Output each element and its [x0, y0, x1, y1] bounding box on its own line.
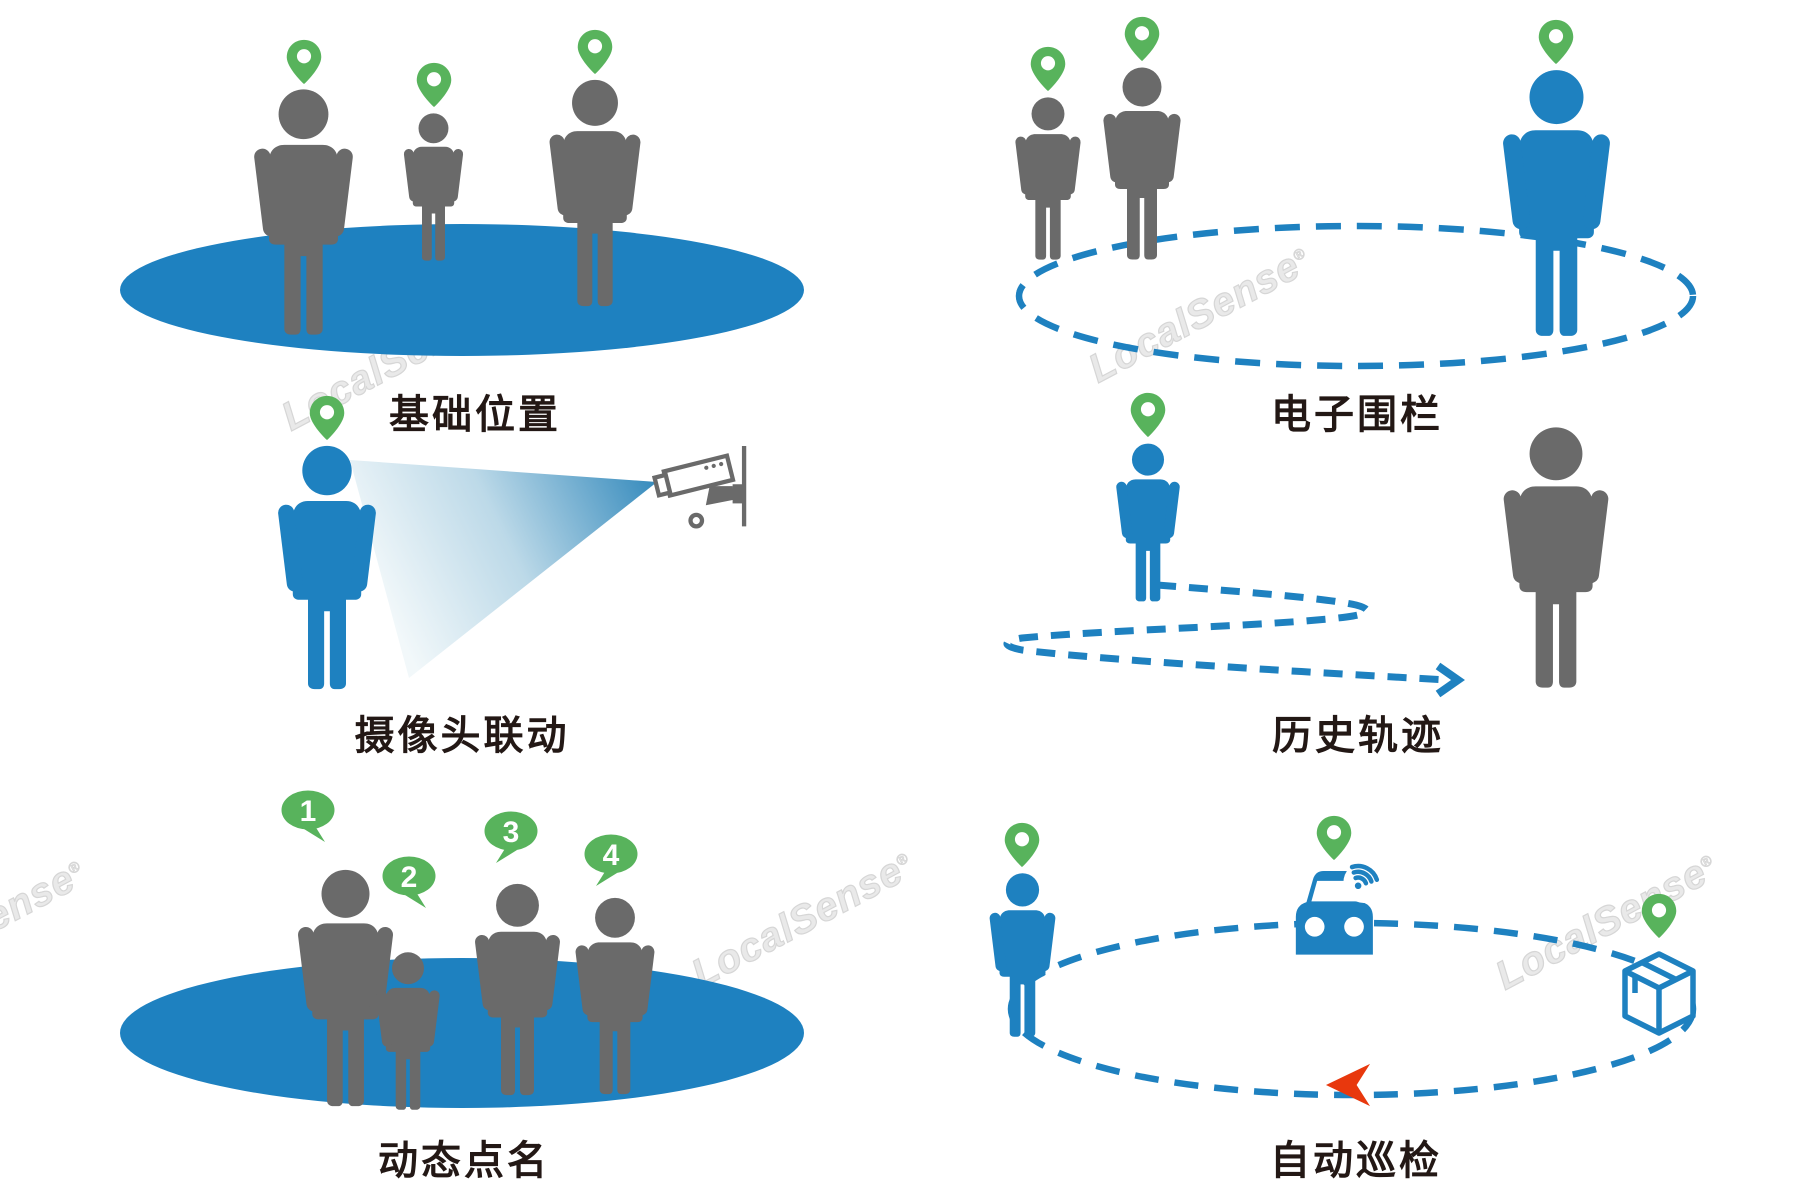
- location-pin-icon: [1316, 815, 1352, 861]
- person-icon-gray: [574, 897, 656, 1095]
- person-icon-blue: [1502, 70, 1611, 336]
- panel-label-basic-location: 基础位置: [389, 393, 561, 437]
- person-icon-blue: [277, 445, 377, 690]
- person-icon-gray: [1014, 97, 1082, 260]
- location-pin-icon: [1538, 19, 1574, 65]
- person-icon-gray: [474, 883, 561, 1096]
- brand-watermark: LocalSense®: [274, 286, 512, 440]
- person-icon-gray: [548, 79, 642, 307]
- location-pin-icon: [1004, 822, 1040, 868]
- number-badge: 2: [382, 856, 436, 908]
- person-icon-blue: [989, 873, 1056, 1037]
- svg-text:1: 1: [300, 795, 317, 828]
- person-icon-blue: [1115, 443, 1181, 602]
- person-icon-gray: [1502, 427, 1610, 688]
- number-badge: 1: [281, 790, 335, 842]
- brand-watermark: LocalSense®: [1081, 238, 1319, 392]
- brand-watermark: LocalSense®: [684, 843, 922, 997]
- track-arrowhead-icon: [1435, 662, 1465, 698]
- brand-watermark: LocalSense®: [1488, 845, 1726, 999]
- location-pin-icon: [577, 29, 613, 75]
- camera-view-cone: [350, 460, 657, 678]
- panel-label-camera-linkage: 摄像头联动: [354, 714, 570, 758]
- svg-text:3: 3: [503, 816, 520, 849]
- person-icon-gray: [375, 952, 441, 1110]
- location-pin-icon: [1124, 16, 1160, 62]
- patrol-direction-arrow-icon: [1325, 1063, 1371, 1107]
- brand-watermark-text: LocalSense: [274, 291, 501, 440]
- brand-watermark-text: LocalSense: [1488, 850, 1715, 999]
- package-box-icon: [1622, 951, 1696, 1036]
- history-track-path: [1003, 581, 1465, 698]
- person-icon-gray: [297, 869, 394, 1107]
- location-pin-icon: [1030, 46, 1066, 92]
- cctv-camera-icon: [651, 446, 747, 529]
- brand-watermark-text: LocalSense: [1081, 243, 1308, 392]
- panel-label-history-track: 历史轨迹: [1272, 714, 1444, 758]
- brand-watermark-text: LocalSense: [0, 856, 83, 1005]
- panel-label-auto-inspection: 自动巡检: [1270, 1139, 1442, 1183]
- person-icon-gray: [253, 89, 354, 335]
- number-badge: 3: [484, 811, 538, 863]
- person-icon-gray: [403, 113, 464, 261]
- panel-label-electronic-fence: 电子围栏: [1271, 393, 1443, 437]
- brand-watermark: LocalSense®: [0, 851, 93, 1005]
- person-icon-gray: [1102, 67, 1182, 260]
- svg-text:2: 2: [401, 861, 418, 894]
- svg-text:4: 4: [603, 839, 620, 872]
- brand-watermark-text: LocalSense: [684, 848, 911, 997]
- patrol-car-icon: [1295, 862, 1385, 955]
- number-badge: 4: [584, 834, 638, 886]
- location-pin-icon: [1130, 392, 1166, 438]
- wifi-signal-icon: [1349, 863, 1380, 890]
- panel-label-dynamic-rollcall: 动态点名: [378, 1139, 550, 1183]
- location-pin-icon: [286, 39, 322, 85]
- location-pin-icon: [416, 62, 452, 108]
